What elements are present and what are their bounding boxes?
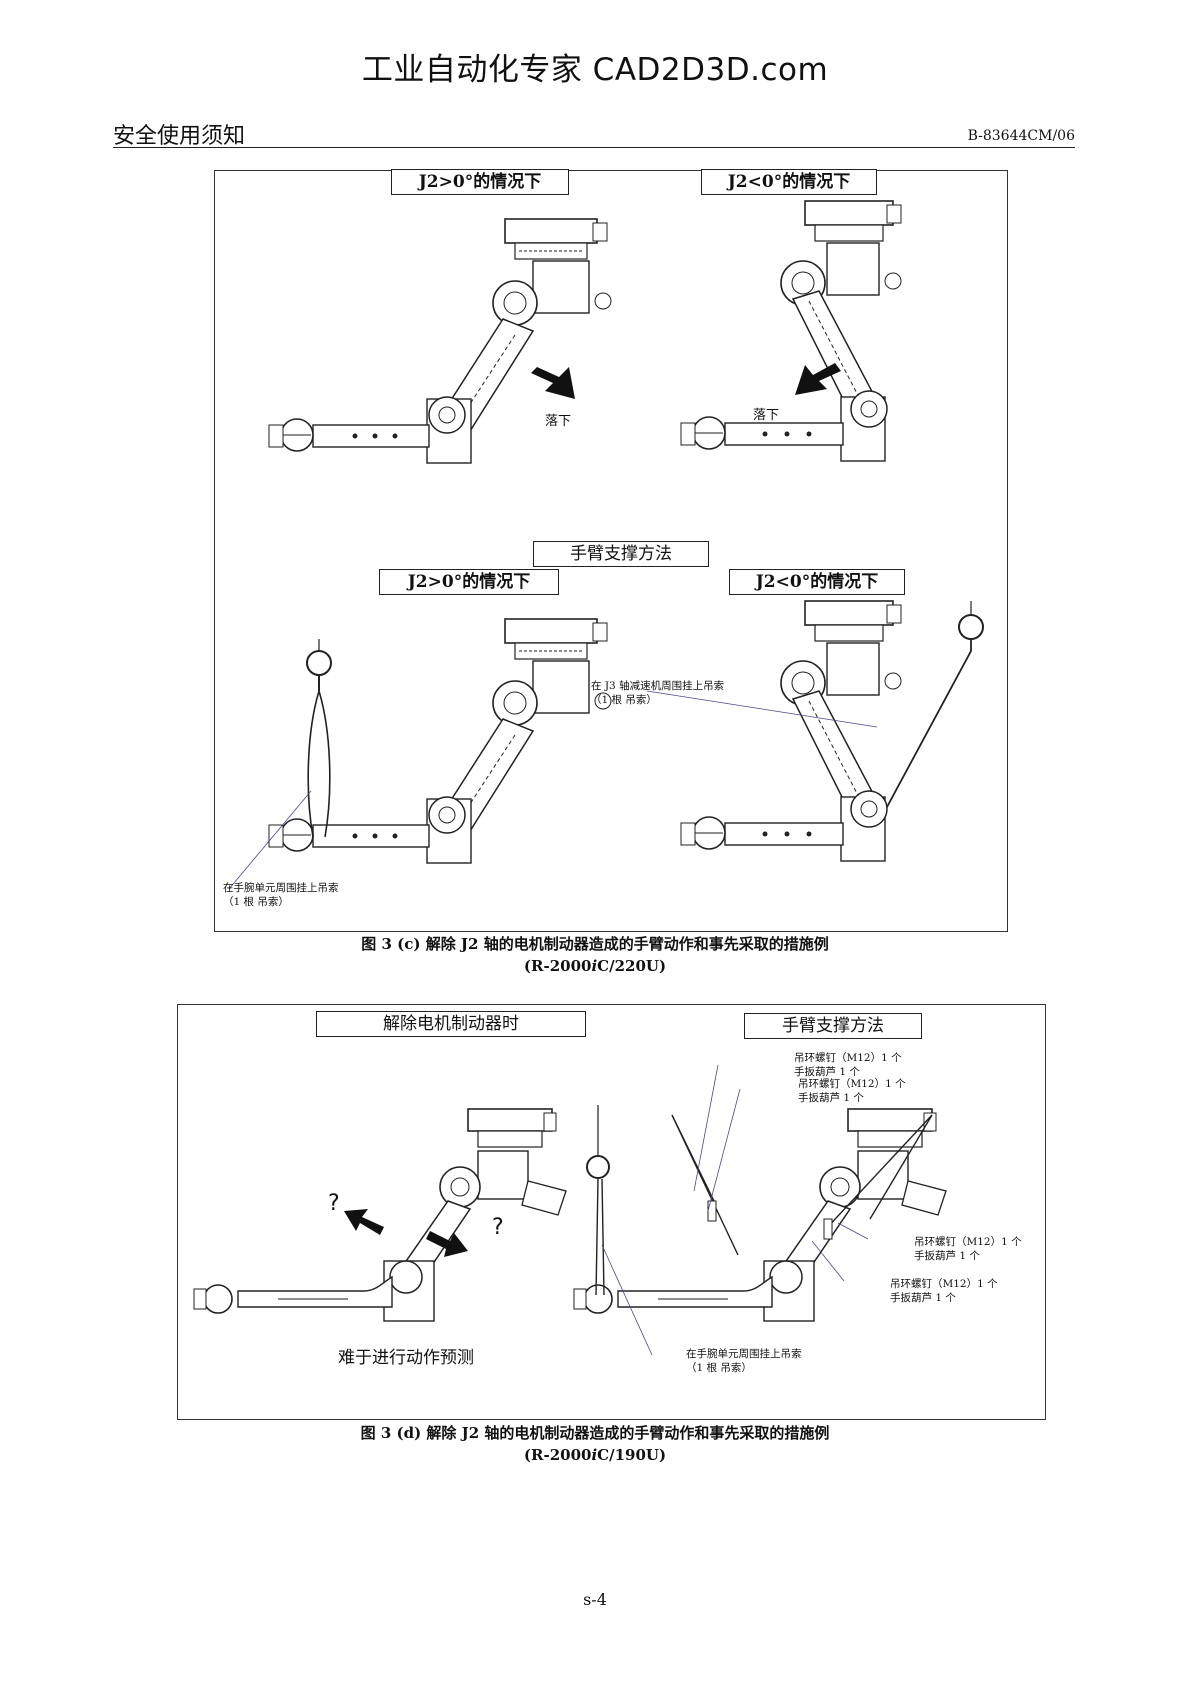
note-eyebolt-4-line2: 手扳葫芦 1 个 bbox=[890, 1292, 956, 1304]
label-support-method: 手臂支撑方法 bbox=[744, 1013, 922, 1039]
model-suffix: C/220U) bbox=[597, 957, 667, 975]
note-wrist-sling-line2: （1 根 吊索） bbox=[223, 896, 289, 908]
wrist-sling-left bbox=[228, 639, 332, 890]
header-divider bbox=[113, 147, 1075, 148]
note-wrist-sling: 在手腕单元周围挂上吊索 （1 根 吊索） bbox=[223, 881, 339, 909]
fall-arrow-right bbox=[531, 367, 575, 399]
note-j3-sling-line1: 在 J3 轴减速机周围挂上吊索 bbox=[591, 680, 725, 692]
label-j2-negative-bottom: J2<0°的情况下 bbox=[729, 569, 905, 595]
j3-sling-right bbox=[646, 601, 984, 808]
note-wrist-sling-d: 在手腕单元周围挂上吊索 （1 根 吊索） bbox=[686, 1347, 802, 1375]
hard-to-predict-text: 难于进行动作预测 bbox=[338, 1348, 474, 1368]
note-wrist-sling-d-line2: （1 根 吊索） bbox=[686, 1362, 752, 1374]
figure-3d-caption-line1: 图 3 (d) 解除 J2 轴的电机制动器造成的手臂动作和事先采取的措施例 bbox=[360, 1424, 830, 1442]
figure-3c-caption-model: (R-2000iC/220U) bbox=[0, 955, 1190, 977]
figure-3d-caption-model: (R-2000iC/190U) bbox=[0, 1444, 1190, 1466]
fall-label-left: 落下 bbox=[545, 414, 572, 429]
note-eyebolt-2-line2: 手扳葫芦 1 个 bbox=[798, 1092, 864, 1104]
page-number: s-4 bbox=[583, 1590, 607, 1609]
document-code: B-83644CM/06 bbox=[967, 128, 1075, 144]
support-method-title: 手臂支撑方法 bbox=[533, 541, 709, 567]
note-wrist-sling-d-line1: 在手腕单元周围挂上吊索 bbox=[686, 1348, 802, 1360]
note-eyebolt-4: 吊环螺钉（M12）1 个 手扳葫芦 1 个 bbox=[890, 1277, 998, 1305]
figure-3d-frame: 解除电机制动器时 手臂支撑方法 ? ? 难于进行动作预测 吊环螺钉（M12）1 … bbox=[177, 1004, 1046, 1420]
fall-label-right: 落下 bbox=[753, 408, 780, 423]
chain-hoists-d bbox=[671, 1064, 933, 1282]
figure-3d-caption: 图 3 (d) 解除 J2 轴的电机制动器造成的手臂动作和事先采取的措施例 (R… bbox=[0, 1422, 1190, 1466]
note-wrist-sling-line1: 在手腕单元周围挂上吊索 bbox=[223, 882, 339, 894]
model-prefix: (R-2000 bbox=[523, 957, 592, 975]
model-italic: i bbox=[591, 1446, 598, 1464]
question-mark-2: ? bbox=[492, 1215, 504, 1240]
wrist-sling-d bbox=[586, 1105, 653, 1356]
model-suffix: C/190U) bbox=[597, 1446, 667, 1464]
note-eyebolt-3: 吊环螺钉（M12）1 个 手扳葫芦 1 个 bbox=[914, 1235, 1022, 1263]
note-eyebolt-1-line1: 吊环螺钉（M12）1 个 bbox=[794, 1052, 902, 1064]
label-j2-negative-top: J2<0°的情况下 bbox=[701, 169, 877, 195]
motion-arrow-down-right bbox=[426, 1231, 468, 1257]
fall-arrow-left bbox=[795, 363, 841, 395]
figure-3d-drawing bbox=[193, 1064, 947, 1356]
note-eyebolt-3-line2: 手扳葫芦 1 个 bbox=[914, 1250, 980, 1262]
note-j3-sling: 在 J3 轴减速机周围挂上吊索 （1 根 吊索） bbox=[591, 679, 724, 707]
model-italic: i bbox=[591, 957, 598, 975]
note-eyebolt-2: 吊环螺钉（M12）1 个 手扳葫芦 1 个 bbox=[798, 1077, 906, 1105]
note-eyebolt-1: 吊环螺钉（M12）1 个 手扳葫芦 1 个 bbox=[794, 1051, 902, 1079]
figure-3c-frame: J2>0°的情况下 J2<0°的情况下 落下 落下 手臂支撑方法 J2>0°的情… bbox=[214, 169, 1008, 932]
label-brake-release: 解除电机制动器时 bbox=[316, 1011, 586, 1037]
note-j3-sling-line2: （1 根 吊索） bbox=[591, 694, 657, 706]
watermark-text: 工业自动化专家 CAD2D3D.com bbox=[361, 52, 829, 88]
note-eyebolt-1-line2: 手扳葫芦 1 个 bbox=[794, 1066, 860, 1078]
model-prefix: (R-2000 bbox=[523, 1446, 592, 1464]
figure-3c-caption-line1: 图 3 (c) 解除 J2 轴的电机制动器造成的手臂动作和事先采取的措施例 bbox=[361, 935, 829, 953]
figure-3c-caption: 图 3 (c) 解除 J2 轴的电机制动器造成的手臂动作和事先采取的措施例 (R… bbox=[0, 933, 1190, 977]
note-eyebolt-2-line1: 吊环螺钉（M12）1 个 bbox=[798, 1078, 906, 1090]
note-eyebolt-3-line1: 吊环螺钉（M12）1 个 bbox=[914, 1236, 1022, 1248]
question-mark-1: ? bbox=[328, 1191, 340, 1216]
figure-3c-drawing bbox=[228, 200, 984, 890]
note-eyebolt-4-line1: 吊环螺钉（M12）1 个 bbox=[890, 1278, 998, 1290]
motion-arrow-up-left bbox=[344, 1209, 384, 1235]
label-j2-positive-bottom: J2>0°的情况下 bbox=[379, 569, 559, 595]
label-j2-positive-top: J2>0°的情况下 bbox=[391, 169, 569, 195]
section-title: 安全使用须知 bbox=[113, 124, 246, 149]
